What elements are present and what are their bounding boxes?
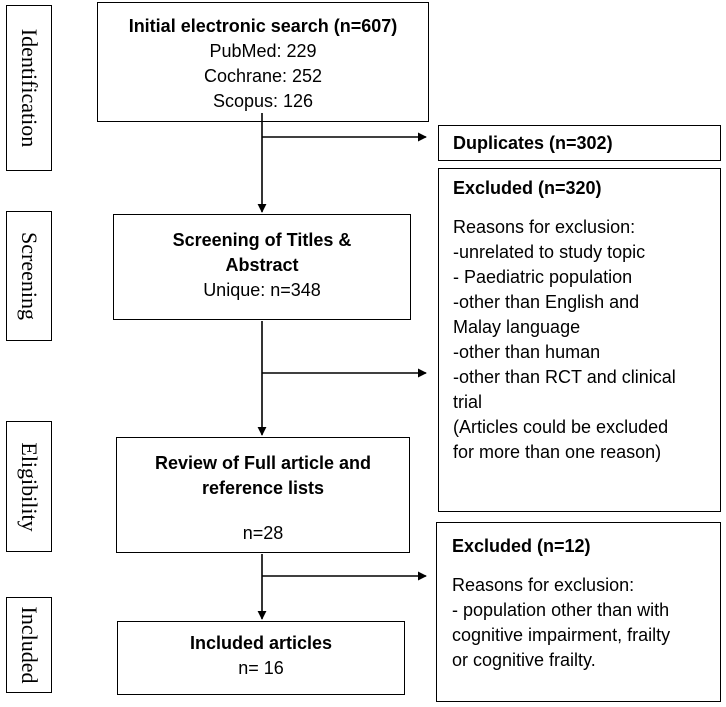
included-count: n= 16 bbox=[238, 658, 284, 678]
screening-title-line1: Screening of Titles & bbox=[172, 230, 352, 250]
review-title-line2: reference lists bbox=[201, 478, 325, 498]
cochrane-count: Cochrane: 252 bbox=[203, 66, 323, 86]
excluded-320-reasons-heading: Reasons for exclusion: bbox=[453, 217, 636, 237]
excluded-12-reasons-heading: Reasons for exclusion: bbox=[452, 575, 635, 595]
excluded-12-reason-line3: or cognitive frailty. bbox=[452, 650, 596, 670]
phase-identification: Identification bbox=[6, 5, 52, 171]
review-box: Review of Full article and reference lis… bbox=[116, 437, 410, 553]
duplicates-box: Duplicates (n=302) bbox=[438, 125, 721, 161]
review-count: n=28 bbox=[242, 523, 284, 543]
excluded-320-title: Excluded (n=320) bbox=[453, 178, 602, 198]
screening-title-line2: Abstract bbox=[225, 255, 299, 275]
excluded-320-reason-topic: -unrelated to study topic bbox=[453, 242, 646, 262]
initial-search-title: Initial electronic search (n=607) bbox=[128, 16, 398, 36]
review-title-line1: Review of Full article and bbox=[154, 453, 372, 473]
excluded-320-reason-rct-b: trial bbox=[453, 392, 483, 412]
excluded-12-reason-line2: cognitive impairment, frailty bbox=[452, 625, 671, 645]
excluded-12-title: Excluded (n=12) bbox=[452, 536, 591, 556]
phase-eligibility: Eligibility bbox=[6, 421, 52, 552]
excluded-320-reason-human: -other than human bbox=[453, 342, 601, 362]
excluded-12-reason-line1: - population other than with bbox=[452, 600, 670, 620]
scopus-count: Scopus: 126 bbox=[212, 91, 314, 111]
phase-screening: Screening bbox=[6, 211, 52, 341]
pubmed-count: PubMed: 229 bbox=[209, 41, 317, 61]
excluded-320-reason-language-a: -other than English and bbox=[453, 292, 640, 312]
excluded-320-note-b: for more than one reason) bbox=[453, 442, 662, 462]
duplicates-title: Duplicates (n=302) bbox=[453, 133, 613, 153]
included-box: Included articles n= 16 bbox=[117, 621, 405, 695]
excluded-320-reason-paediatric: - Paediatric population bbox=[453, 267, 633, 287]
excluded-320-box: Excluded (n=320) Reasons for exclusion: … bbox=[438, 168, 721, 512]
phase-included: Included bbox=[6, 597, 52, 693]
excluded-12-box: Excluded (n=12) Reasons for exclusion: -… bbox=[436, 522, 721, 702]
excluded-320-reason-language-b: Malay language bbox=[453, 317, 581, 337]
excluded-320-reason-rct-a: -other than RCT and clinical bbox=[453, 367, 676, 387]
screening-unique-count: Unique: n=348 bbox=[203, 280, 321, 300]
screening-box: Screening of Titles & Abstract Unique: n… bbox=[113, 214, 411, 320]
included-title: Included articles bbox=[189, 633, 333, 653]
excluded-320-note-a: (Articles could be excluded bbox=[453, 417, 669, 437]
initial-search-box: Initial electronic search (n=607) PubMed… bbox=[97, 2, 429, 122]
